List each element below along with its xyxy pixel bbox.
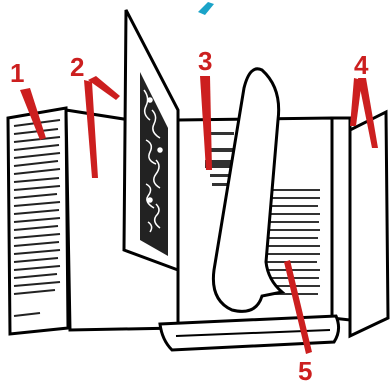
callout-label-4: 4 (354, 50, 369, 80)
left-end-page (8, 108, 68, 334)
flyleaf-illustration-page (124, 10, 178, 270)
callout-label-3: 3 (198, 46, 212, 76)
callout-label-5: 5 (298, 356, 312, 384)
callout-label-2: 2 (70, 52, 84, 82)
top-accent-mark (198, 2, 214, 15)
right-board (332, 112, 388, 336)
callout-label-1: 1 (10, 58, 24, 88)
